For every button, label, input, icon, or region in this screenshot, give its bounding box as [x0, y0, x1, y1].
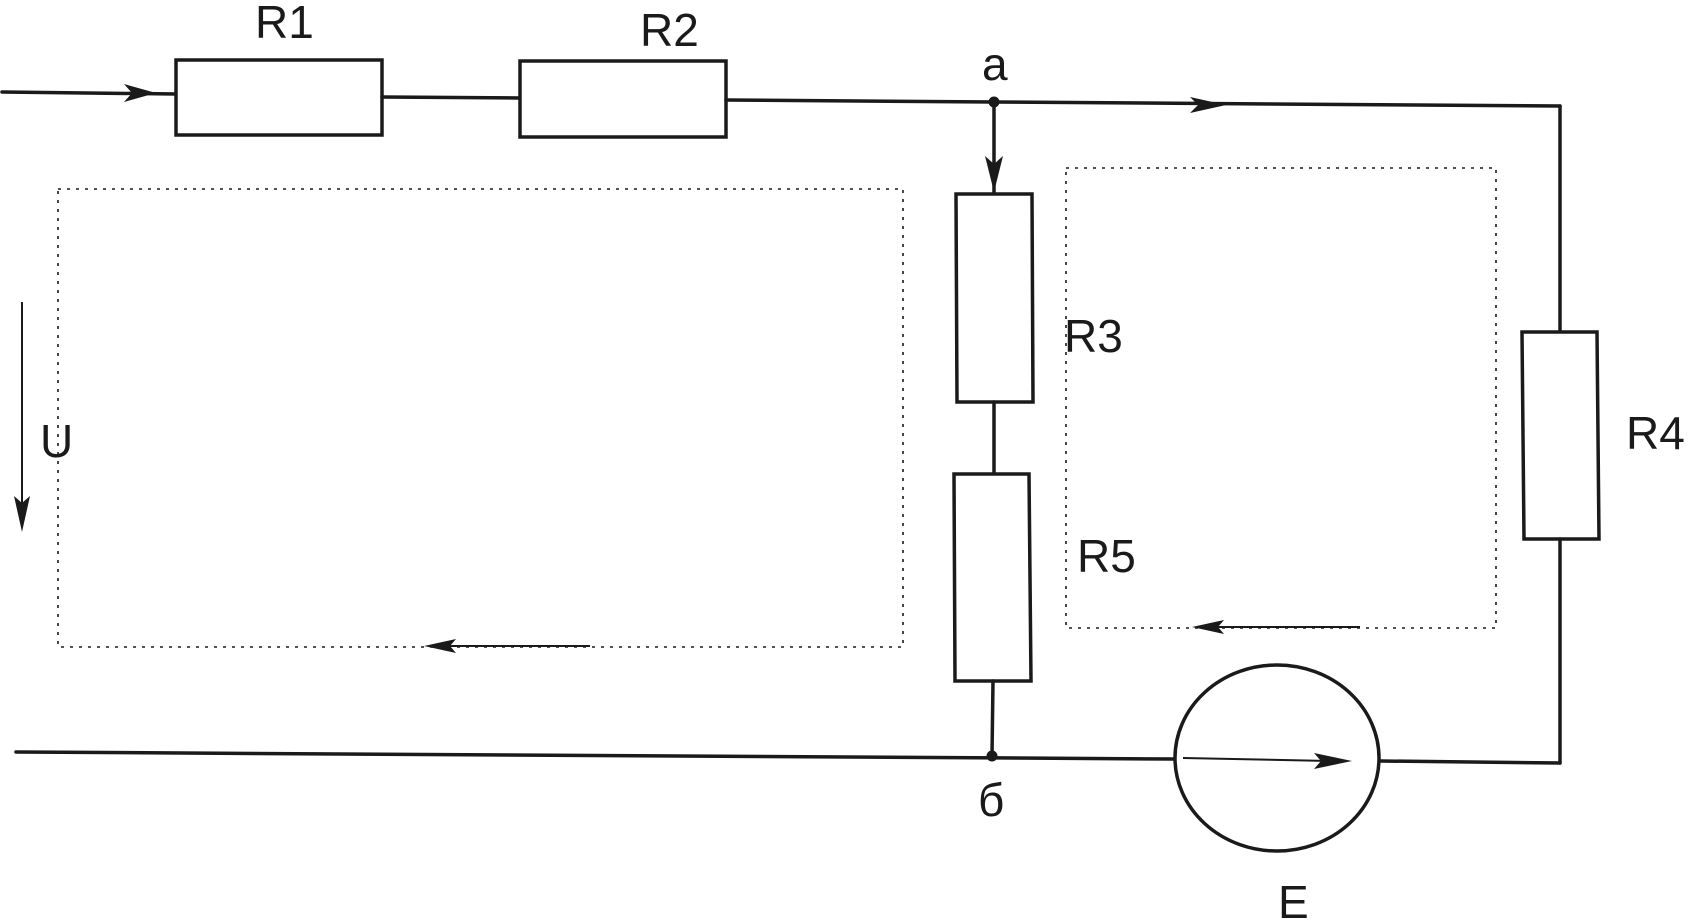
voltage-source-e	[1173, 663, 1381, 853]
input-current-arrow	[124, 84, 156, 102]
current-arrow-right	[1190, 97, 1226, 113]
branch-current-arrow	[985, 156, 1003, 192]
source-direction-line	[1182, 757, 1331, 762]
wire-bottom-left	[14, 750, 1175, 761]
wire-bottom-right	[1379, 759, 1562, 765]
wire-node-a-to-right	[992, 100, 1562, 108]
label-r3: R3	[1064, 310, 1123, 362]
label-node-b: б	[978, 774, 1004, 826]
wire-r5-to-node-b	[990, 679, 995, 758]
wire-r1-to-r2	[380, 95, 522, 100]
resistor-r5	[952, 472, 1033, 683]
right-mesh-contour	[1065, 167, 1497, 629]
resistor-r2	[518, 59, 728, 139]
label-r2: R2	[640, 4, 699, 56]
label-r5: R5	[1077, 530, 1136, 582]
resistor-r4	[1520, 330, 1601, 541]
label-source-e: E	[1278, 876, 1309, 921]
resistor-r3	[954, 192, 1035, 404]
label-voltage-u: U	[40, 415, 73, 467]
resistor-r1	[174, 58, 384, 137]
left-mesh-arrowhead	[424, 639, 456, 653]
voltage-u-arrowhead	[14, 496, 30, 532]
wire-r2-to-node-a	[724, 98, 996, 104]
left-mesh-contour	[57, 188, 904, 648]
label-r1: R1	[255, 0, 314, 48]
label-r4: R4	[1626, 407, 1685, 459]
right-mesh-arrowhead	[1192, 620, 1224, 634]
label-node-a: a	[982, 38, 1008, 90]
source-direction-arrow	[1314, 753, 1352, 769]
node-b-dot	[986, 750, 998, 762]
